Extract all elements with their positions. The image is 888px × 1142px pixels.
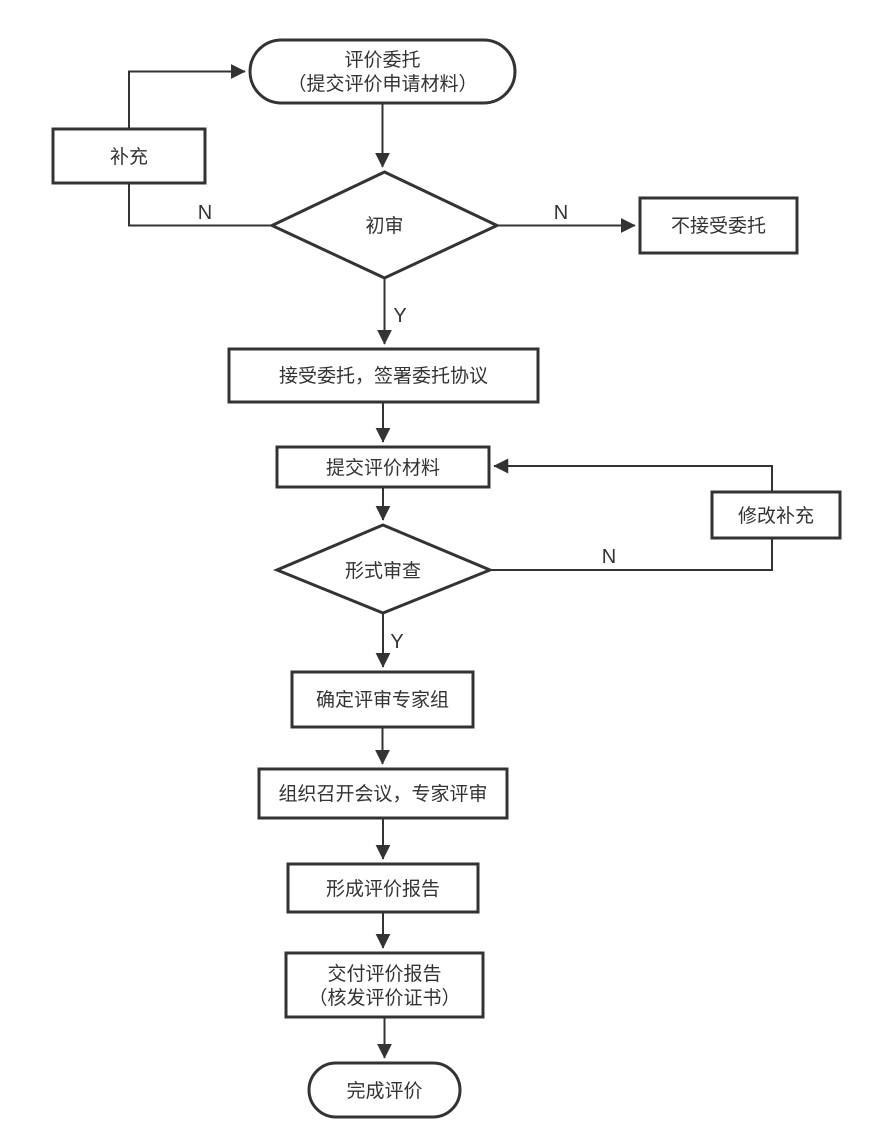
formal-review-label: 形式审查 xyxy=(345,560,421,582)
node-supplement: 补充 xyxy=(51,127,207,185)
confirm-expert-group-process-shape xyxy=(290,670,475,729)
edge-label-formal-yes: Y xyxy=(390,631,403,653)
accept-commission-process-shape xyxy=(227,347,540,404)
form-report-process-shape xyxy=(286,862,480,914)
node-organize-meeting: 组织召开会议，专家评审 xyxy=(257,767,509,820)
node-accept-commission: 接受委托，签署委托协议 xyxy=(227,347,540,404)
node-preliminary-review: 初审 xyxy=(268,170,501,280)
node-reject-commission: 不接受委托 xyxy=(638,196,799,255)
reject-commission-label: 不接受委托 xyxy=(671,215,766,237)
finish-label: 完成评价 xyxy=(346,1080,422,1102)
submit-materials-label: 提交评价材料 xyxy=(326,457,440,479)
node-finish: 完成评价 xyxy=(307,1061,462,1119)
start-label-line1: 评价委托 xyxy=(344,49,420,71)
form-report-label: 形成评价报告 xyxy=(326,878,440,900)
supplement-label: 补充 xyxy=(110,146,148,168)
edge-preliminary-review-to-supplement xyxy=(128,184,272,227)
node-confirm-expert-group: 确定评审专家组 xyxy=(290,670,475,729)
node-submit-materials: 提交评价材料 xyxy=(275,445,491,489)
edge-label-preliminary-yes: Y xyxy=(393,305,406,327)
node-modify-supplement: 修改补充 xyxy=(710,490,842,540)
supplement-process-shape xyxy=(51,127,207,185)
edge-labels: N N Y N Y xyxy=(198,202,616,653)
confirm-expert-group-label: 确定评审专家组 xyxy=(316,689,449,711)
reject-commission-process-shape xyxy=(638,196,799,255)
organize-meeting-label: 组织召开会议，专家评审 xyxy=(278,783,487,805)
edge-label-preliminary-no-left: N xyxy=(198,202,212,224)
edge-label-preliminary-no-right: N xyxy=(554,202,568,224)
edge-supplement-to-start xyxy=(128,64,246,129)
formal-review-decision-shape xyxy=(273,523,494,615)
preliminary-review-decision-shape xyxy=(268,170,501,280)
organize-meeting-process-shape xyxy=(257,767,509,820)
node-formal-review: 形式审查 xyxy=(273,523,494,615)
modify-supplement-label: 修改补充 xyxy=(738,505,814,527)
node-start: 评价委托 （提交评价申请材料） xyxy=(248,38,517,105)
accept-commission-label: 接受委托，签署委托协议 xyxy=(279,365,488,387)
start-label-line2: （提交评价申请材料） xyxy=(287,73,477,95)
node-form-report: 形成评价报告 xyxy=(286,862,480,914)
edge-label-formal-no: N xyxy=(602,546,616,568)
deliver-report-label-line2: （核发评价证书） xyxy=(308,987,460,1009)
submit-materials-process-shape xyxy=(275,445,491,489)
deliver-report-process-shape xyxy=(284,951,485,1019)
preliminary-review-label: 初审 xyxy=(365,215,403,237)
start-terminator-shape xyxy=(248,38,517,105)
finish-terminator-shape xyxy=(307,1061,462,1119)
edges xyxy=(128,64,773,1059)
node-deliver-report: 交付评价报告 （核发评价证书） xyxy=(284,951,485,1019)
deliver-report-label-line1: 交付评价报告 xyxy=(327,963,441,985)
modify-supplement-process-shape xyxy=(710,490,842,540)
